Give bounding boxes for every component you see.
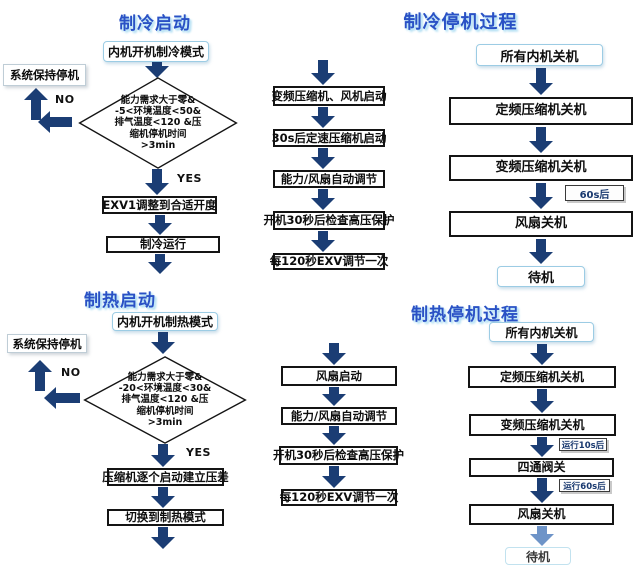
heating-seq-step-2: 能力/风扇自动调节 [281, 407, 397, 425]
cooling-stop-step-1: 定频压缩机关机 [449, 97, 633, 125]
heating-stop-start-box: 所有内机关机 [489, 322, 594, 342]
arrow-down-icon [311, 107, 335, 128]
heating-stop-delay-label-2: 运行60s后 [559, 479, 610, 492]
heating-seq-step-1: 风扇启动 [281, 366, 397, 386]
heating-stop-delay-label-1: 运行10s后 [559, 438, 607, 451]
arrow-down-icon [528, 239, 554, 264]
heating-decision-diamond: 能力需求大于零& -20<环境温度<30& 排气温度<120 &压 缩机停机时间… [83, 356, 247, 444]
arrow-up-icon [24, 88, 48, 120]
heating-hold-box: 系统保持停机 [7, 334, 87, 353]
arrow-down-icon [322, 387, 346, 406]
arrow-down-icon [530, 389, 554, 413]
arrow-down-icon [151, 332, 175, 354]
arrow-up-icon [28, 360, 52, 391]
arrow-down-icon [530, 344, 554, 365]
arrow-down-icon [151, 487, 175, 508]
cooling-stop-end-box: 待机 [497, 266, 585, 287]
arrow-down-icon [148, 215, 172, 235]
arrow-down-icon [322, 466, 346, 488]
arrow-down-icon [311, 189, 335, 210]
heating-seq-step-4: 每120秒EXV调节一次 [279, 489, 399, 506]
arrow-down-icon [528, 68, 554, 95]
arrow-down-faded-icon [530, 526, 554, 546]
cooling-seq-step-4: 开机30秒后检查高压保护 [264, 211, 395, 230]
arrow-down-icon [151, 527, 175, 549]
cooling-stop-step-3: 风扇关机 [449, 211, 633, 237]
cooling-hold-box: 系统保持停机 [3, 64, 86, 86]
heating-step-switch: 切换到制热模式 [107, 509, 224, 526]
heating-stop-step-1: 定频压缩机关机 [468, 366, 616, 388]
heating-start-title: 制热启动 [84, 291, 156, 311]
cooling-stop-step-2: 变频压缩机关机 [449, 155, 633, 181]
cooling-yes-label: YES [177, 172, 202, 185]
arrow-left-icon [44, 387, 80, 409]
arrow-down-icon [311, 148, 335, 169]
heating-step-compressor: 压缩机逐个启动建立压差 [102, 468, 229, 486]
heating-decision-text: 能力需求大于零& -20<环境温度<30& 排气温度<120 &压 缩机停机时间… [118, 371, 212, 428]
cooling-step-run: 制冷运行 [106, 236, 220, 253]
arrow-down-icon [530, 437, 554, 457]
arrow-down-icon [528, 127, 554, 153]
heating-seq-step-3: 开机30秒后检查高压保护 [273, 446, 404, 465]
arrow-down-icon [148, 254, 172, 274]
cooling-stop-delay-label: 60s后 [565, 185, 624, 201]
cooling-seq-step-1: 变频压缩机、风机启动 [272, 86, 387, 106]
heating-stop-step-3: 四通阀关 [469, 458, 614, 477]
heating-yes-label: YES [186, 446, 211, 459]
cooling-step-exv: EXV1调整到合适开度 [102, 196, 217, 214]
cooling-decision-text: 能力需求大于零& -5<环境温度<50& 排气温度<120 &压 缩机停机时间 … [114, 94, 202, 151]
heating-no-label: NO [61, 366, 81, 379]
cooling-seq-step-5: 每120秒EXV调节一次 [269, 253, 389, 270]
arrow-down-icon [145, 62, 169, 78]
arrow-down-icon [528, 183, 554, 209]
cooling-start-title: 制冷启动 [119, 14, 191, 34]
arrow-down-icon [322, 343, 346, 365]
cooling-seq-step-3: 能力/风扇自动调节 [273, 170, 385, 188]
arrow-left-icon [38, 111, 72, 133]
heating-stop-step-2: 变频压缩机关机 [469, 414, 616, 436]
arrow-down-icon [311, 231, 335, 252]
cooling-stop-start-box: 所有内机关机 [476, 44, 603, 66]
cooling-no-label: NO [55, 93, 75, 106]
arrow-down-icon [322, 426, 346, 445]
arrow-down-icon [530, 478, 554, 503]
arrow-down-icon [145, 169, 169, 195]
heating-stop-title: 制热停机过程 [411, 305, 519, 325]
arrow-down-icon [151, 444, 175, 467]
heating-start-mode-box: 内机开机制热模式 [112, 312, 218, 331]
heating-stop-end-box: 待机 [505, 547, 571, 565]
cooling-stop-title: 制冷停机过程 [403, 12, 518, 33]
arrow-down-icon [311, 60, 335, 85]
heating-stop-step-4: 风扇关机 [469, 504, 614, 525]
cooling-seq-step-2: 30s后定速压缩机启动 [272, 129, 386, 147]
cooling-start-mode-box: 内机开机制冷模式 [103, 41, 209, 62]
cooling-decision-diamond: 能力需求大于零& -5<环境温度<50& 排气温度<120 &压 缩机停机时间 … [78, 77, 238, 169]
